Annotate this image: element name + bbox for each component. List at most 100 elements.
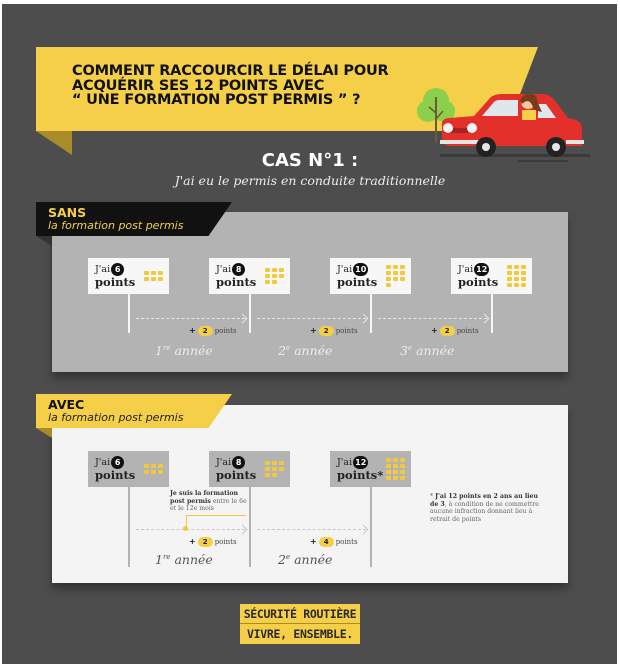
point-dot [272, 473, 277, 477]
header-banner [36, 47, 538, 131]
year-word: année [416, 343, 455, 358]
plus-sign: + [310, 326, 317, 335]
callout-connector [186, 515, 246, 528]
point-dot [400, 470, 405, 474]
point-dot [514, 271, 519, 275]
sign-prefix-text: J'ai [337, 457, 353, 468]
year-suffix: re [162, 553, 171, 561]
gain-unit: points [214, 327, 237, 335]
year-suffix: e [407, 344, 413, 352]
point-dot [265, 268, 270, 272]
points-count-badge: 6 [111, 263, 125, 276]
year-suffix: e [285, 344, 291, 352]
training-callout: Je suis la formation post permis entre l… [170, 490, 250, 513]
point-dot [272, 274, 277, 278]
footnote: * J'ai 12 points en 2 ans au lieu de 3, … [430, 493, 542, 523]
point-dot [265, 274, 270, 278]
points-dots-icon [507, 265, 526, 287]
point-dot [151, 470, 156, 474]
point-dot [393, 271, 398, 275]
plus-sign: + [189, 537, 196, 546]
point-dot [521, 277, 526, 281]
headline-line: “ UNE FORMATION POST PERMIS ” ? [72, 92, 361, 108]
points-dots-icon [265, 461, 284, 477]
sign-pole [249, 294, 251, 333]
point-dot [272, 467, 277, 471]
headline-line: ACQUÉRIR SES 12 POINTS AVEC [72, 77, 325, 94]
point-dot [507, 283, 512, 287]
gain-value-badge: 2 [197, 537, 213, 547]
sans-tag: SANS la formation post permis [36, 202, 232, 236]
callout-rest: entre le 6e et le 12e mois [170, 497, 247, 513]
timeline-arrow [257, 529, 366, 530]
point-dot [514, 265, 519, 269]
point-dot [393, 277, 398, 281]
points-count-badge: 8 [232, 263, 246, 276]
point-dot [386, 476, 391, 480]
sign-prefix-text: J'ai [458, 264, 474, 275]
point-dot [400, 271, 405, 275]
points-count-badge: 8 [232, 456, 246, 469]
year-label: 1re année [155, 343, 213, 358]
timeline-arrow [378, 318, 487, 319]
sign-prefix-text: J'ai [216, 264, 232, 275]
gain-unit: points [335, 538, 358, 546]
sign-label: points [337, 275, 378, 289]
point-dot [144, 277, 149, 281]
headline: COMMENT RACCOURCIR LE DÉLAI POUR ACQUÉRI… [72, 64, 492, 108]
point-dot [272, 280, 277, 284]
points-count-badge: 6 [111, 456, 125, 469]
logo-line-1: SÉCURITÉ ROUTIÈRE [240, 604, 360, 624]
point-dot [507, 277, 512, 281]
point-dot [158, 271, 163, 275]
gain-unit: points [456, 327, 479, 335]
plus-sign: + [189, 326, 196, 335]
point-dot [393, 476, 398, 480]
tree-icon [417, 88, 455, 143]
point-dot [158, 470, 163, 474]
sign-pole [128, 487, 130, 567]
sign-label: points* [337, 468, 384, 482]
point-dot [400, 265, 405, 269]
tag-title: SANS [48, 205, 87, 220]
point-dot [521, 271, 526, 275]
point-dot [151, 464, 156, 468]
footnote-star: * [430, 493, 434, 500]
year-number: 1 [155, 552, 163, 567]
points-dots-icon [265, 268, 284, 284]
sign-prefix-text: J'ai [95, 264, 111, 275]
timeline-arrow [257, 318, 366, 319]
point-dot [521, 265, 526, 269]
year-label: 3e année [400, 343, 454, 358]
point-dot [400, 464, 405, 468]
sign-label: points [95, 275, 136, 289]
timeline-arrow [136, 318, 245, 319]
point-dot [393, 458, 398, 462]
year-number: 3 [400, 343, 408, 358]
timeline-arrow [136, 529, 245, 530]
point-dot [386, 464, 391, 468]
securite-routiere-logo: SÉCURITÉ ROUTIÈRE VIVRE, ENSEMBLE. [240, 604, 360, 644]
gain-value-badge: 2 [439, 326, 455, 336]
tag-fold [36, 428, 52, 438]
point-dot [279, 467, 284, 471]
point-dot [158, 464, 163, 468]
tag-subtitle: la formation post permis [48, 411, 184, 424]
avec-tag: AVEC la formation post permis [36, 394, 232, 428]
points-dots-icon [144, 271, 163, 281]
year-label: 1re année [155, 552, 213, 567]
